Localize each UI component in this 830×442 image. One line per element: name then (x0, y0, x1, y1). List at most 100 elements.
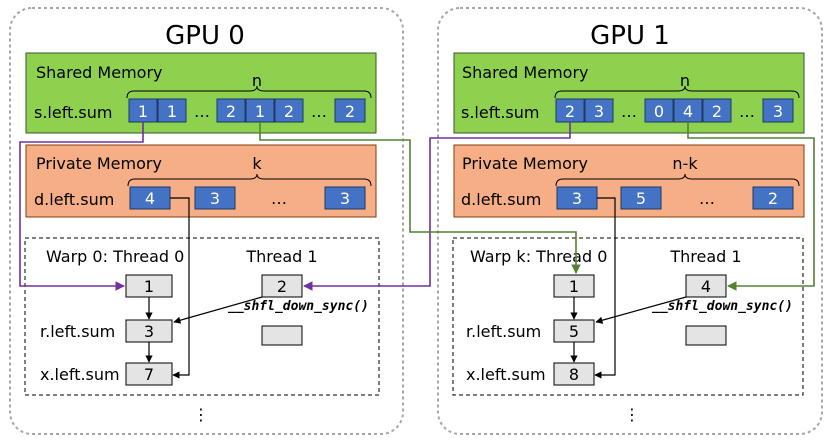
gpu-0-thread1-label: Thread 1 (245, 247, 317, 266)
gpu-1-shared-cell-value: 3 (594, 102, 604, 121)
gpu-0-private-cell-value: 3 (340, 189, 350, 208)
gpu-0-shared-cell-value: 2 (345, 102, 355, 121)
gpu-1-private-var-label: d.left.sum (461, 190, 541, 209)
gpu-0-private-size-label: k (252, 154, 262, 173)
gpu-1-warp-label: Warp k: Thread 0 (470, 247, 607, 266)
gpu-1-shared-ellipsis: … (739, 102, 755, 121)
green-arrow-gpu1-shared-to-thread1 (687, 122, 815, 291)
gpu-0-warp-border (24, 237, 380, 396)
gpu-1-shared-cell (584, 98, 614, 123)
gpu-0-thread1-empty-cell (261, 325, 303, 346)
gpu-1-thread0-cell (553, 362, 595, 386)
gpu-0-thread0-value: 3 (144, 322, 154, 341)
gpu-1-shared-cell-value: 2 (565, 102, 575, 121)
gpu-0-shared-cell-value: 1 (138, 102, 148, 121)
gpu-0-panel: GPU 0 Shared Memory s.left.sum n 1 1 … 2… (9, 7, 404, 435)
gpu-0-thread0-value: 1 (144, 277, 154, 296)
gpu-1-shared-title: Shared Memory (462, 63, 588, 82)
gpu-1-x-label: x.left.sum (466, 365, 546, 384)
gpu-0-warp: Warp 0: Thread 0 Thread 1 1 3 7 r.left.s… (24, 197, 380, 396)
gpu-1-r-label: r.left.sum (466, 322, 541, 341)
gpu-0-private-cell-value: 4 (145, 189, 155, 208)
gpu-0-private-var-label: d.left.sum (34, 190, 114, 209)
gpu-1-private-cell (620, 186, 662, 210)
gpu-1-private-brace (555, 173, 800, 187)
gpu-1-ellipsis: ⋮ (624, 405, 640, 424)
gpu-0-shared-cell-value: 1 (255, 102, 265, 121)
gpu-1-thread0-value: 8 (569, 365, 579, 384)
gpu-1-shared-cell-value: 3 (773, 102, 783, 121)
gpu-0-thread1-cell (261, 274, 303, 298)
gpu-0-ellipsis: ⋮ (193, 405, 209, 424)
gpu-0-private-ellipsis: … (271, 189, 287, 208)
gpu-1-private-to-x-arrow (594, 197, 616, 379)
gpu-1-shared-ellipsis: … (621, 102, 637, 121)
gpu-1-shared-cell-value: 0 (654, 102, 664, 121)
gpu-1-private-title: Private Memory (462, 154, 588, 173)
gpu-1-panel: GPU 1 Shared Memory s.left.sum n 2 3 … 0… (437, 7, 823, 435)
gpu-0-private-brace (127, 173, 372, 187)
gpu-0-shared-cell-value: 2 (284, 102, 294, 121)
gpu-1-shared-cell (702, 98, 732, 123)
gpu-1-thread1-label: Thread 1 (669, 247, 741, 266)
gpu-1-shared-size-label: n (680, 71, 690, 90)
purple-arrow-gpu1-shared-to-gpu0-thread1 (303, 122, 571, 291)
gpu-0-warp-label: Warp 0: Thread 0 (46, 247, 184, 266)
gpu-1-shuffle-fn: __shfl_down_sync() (652, 299, 793, 314)
gpu-1-thread1-cell (685, 274, 727, 298)
gpu-1-thread0-value: 1 (569, 277, 579, 296)
gpu-1-shared-cell-value: 4 (683, 102, 693, 121)
gpu-1-shared-cell (644, 98, 674, 123)
gpu-1-border (437, 7, 823, 435)
gpu-0-private-cell (324, 186, 366, 210)
gpu-0-shared-cell (274, 98, 304, 123)
gpu-1-private-cell-value: 5 (636, 189, 646, 208)
gpu-0-private-cell (194, 186, 236, 210)
gpu-0-r-label: r.left.sum (40, 322, 115, 341)
gpu-0-private-to-x-arrow (170, 197, 190, 379)
gpu-0-shared-ellipsis: … (311, 102, 327, 121)
gpu-0-shared-cell (157, 98, 187, 123)
gpu-0-private-memory: Private Memory d.left.sum k 4 3 … 3 (25, 144, 377, 218)
gpu-0-shared-memory: Shared Memory s.left.sum n 1 1 … 2 1 2 …… (25, 52, 377, 134)
gpu-1-warp-border (452, 237, 804, 396)
gpu-0-border (9, 7, 404, 435)
gpu-1-shared-memory: Shared Memory s.left.sum n 2 3 … 0 4 2 …… (453, 52, 805, 134)
gpu-0-thread1-value: 2 (277, 277, 287, 296)
purple-arrow-gpu0-shared-to-thread0 (19, 122, 144, 291)
gpu-1-private-size-label: n-k (672, 154, 698, 173)
gpu-1-private-cell-value: 3 (572, 189, 582, 208)
gpu-0-shared-cells: 1 1 … 2 1 2 … 2 (128, 98, 366, 123)
gpu-0-shared-cell-value: 1 (167, 102, 177, 121)
gpu-0-shared-cell (334, 98, 366, 123)
green-arrow-gpu0-shared-to-gpu1-thread0 (259, 122, 581, 274)
gpu-1-private-cell (752, 186, 794, 210)
gpu-0-private-cell-value: 3 (210, 189, 220, 208)
gpu-0-shared-cell-value: 2 (226, 102, 236, 121)
gpu-1-thread1-empty-cell (685, 325, 727, 346)
gpu-1-private-cell-value: 2 (768, 189, 778, 208)
gpu-0-x-label: x.left.sum (40, 365, 120, 384)
gpu-0-thread0-cell (125, 362, 173, 386)
gpu-0-shared-var-label: s.left.sum (34, 103, 112, 122)
gpu-1-shared-cell-value: 2 (712, 102, 722, 121)
gpu-1-shuffle-arrow (595, 296, 687, 324)
gpu-1-thread1-value: 4 (701, 277, 711, 296)
gpu-1-warp: Warp k: Thread 0 Thread 1 1 5 8 r.left.s… (452, 197, 804, 396)
gpu-0-shared-brace (126, 85, 372, 99)
gpu-1-thread0-value: 5 (569, 322, 579, 341)
gpu-0-private-title: Private Memory (36, 154, 162, 173)
gpu-0-thread0-value: 7 (144, 365, 154, 384)
gpu-0-title: GPU 0 (165, 21, 245, 51)
gpu-0-shared-ellipsis: … (194, 102, 210, 121)
gpu-0-shared-cell (216, 98, 246, 123)
gpu-1-shared-brace (554, 85, 800, 99)
gpu-0-shared-size-label: n (252, 71, 262, 90)
gpu-0-shuffle-fn: __shfl_down_sync() (228, 299, 369, 314)
gpu-0-shared-title: Shared Memory (36, 63, 162, 82)
gpu-1-title: GPU 1 (590, 21, 670, 51)
gpu-1-shared-cell (762, 98, 794, 123)
gpu-1-private-ellipsis: … (699, 189, 715, 208)
gpu-1-shared-var-label: s.left.sum (461, 103, 539, 122)
